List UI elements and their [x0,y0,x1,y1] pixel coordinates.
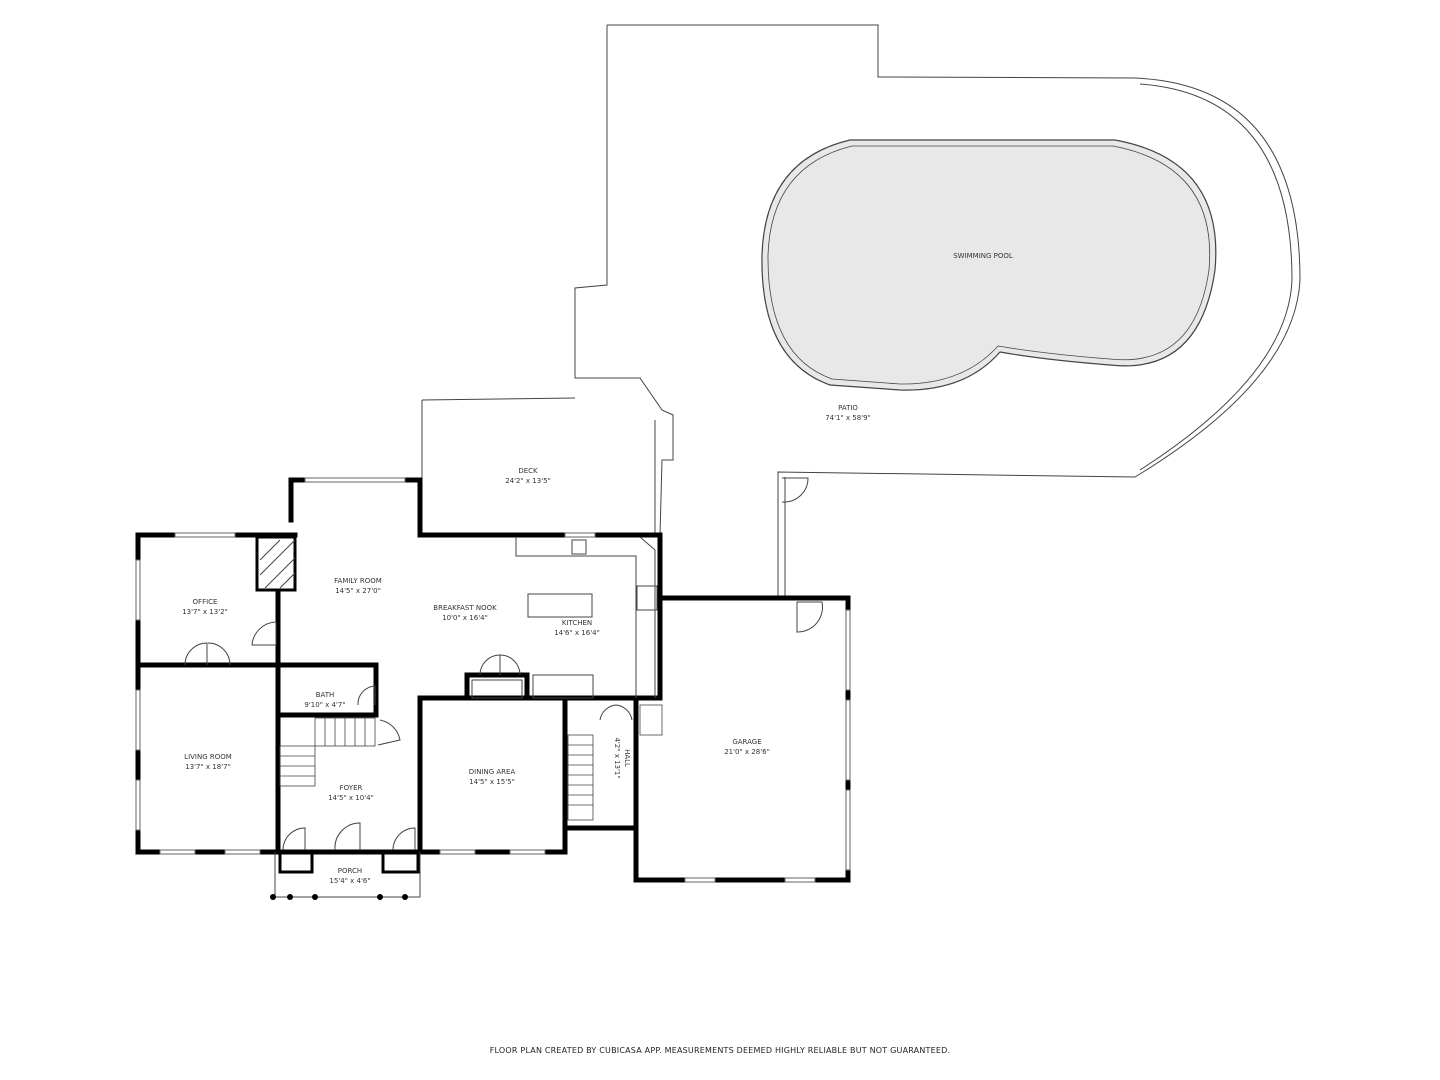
swimming-pool-edge [767,145,1211,385]
stairs [279,704,663,821]
patio-outline [574,24,1301,598]
size-hall: 4'2" x 13'1" [613,737,621,778]
size-living-room: 13'7" x 18'7" [185,763,231,771]
room-labels: SWIMMING POOL PATIO 74'1" x 58'9" DECK 2… [182,252,1013,885]
size-kitchen: 14'6" x 16'4" [554,629,600,637]
doors [184,477,823,851]
deck-outline [421,397,656,535]
label-pool: SWIMMING POOL [953,252,1013,260]
kitchen-fixtures [471,536,658,699]
label-family-room: FAMILY ROOM [334,577,382,585]
size-deck: 24'2" x 13'5" [505,477,551,485]
size-office: 13'7" x 13'2" [182,608,228,616]
porch-outline [274,852,421,898]
footer-disclaimer: FLOOR PLAN CREATED BY CUBICASA APP. MEAS… [489,1046,951,1055]
label-kitchen: KITCHEN [562,619,592,627]
size-dining-area: 14'5" x 15'5" [469,778,515,786]
swimming-pool [761,139,1217,391]
label-office: OFFICE [193,598,218,606]
size-patio: 74'1" x 58'9" [825,414,871,422]
patio-outline-inner [784,83,1293,598]
porch-columns [270,894,408,900]
label-breakfast-nook: BREAKFAST NOOK [433,604,497,612]
label-foyer: FOYER [340,784,363,792]
size-breakfast-nook: 10'0" x 16'4" [442,614,488,622]
label-porch: PORCH [338,867,362,875]
size-garage: 21'0" x 28'6" [724,748,770,756]
size-porch: 15'4" x 4'6" [329,877,370,885]
label-bath: BATH [316,691,335,699]
label-hall: HALL [623,749,631,767]
windows [135,477,851,883]
label-dining-area: DINING AREA [469,768,516,776]
label-deck: DECK [518,467,538,475]
porch-planters [278,850,420,874]
label-living-room: LIVING ROOM [184,753,232,761]
label-patio: PATIO [838,404,858,412]
size-bath: 9'10" x 4'7" [304,701,345,709]
label-garage: GARAGE [732,738,761,746]
size-foyer: 14'5" x 10'4" [328,794,374,802]
size-family-room: 14'5" x 27'0" [335,587,381,595]
